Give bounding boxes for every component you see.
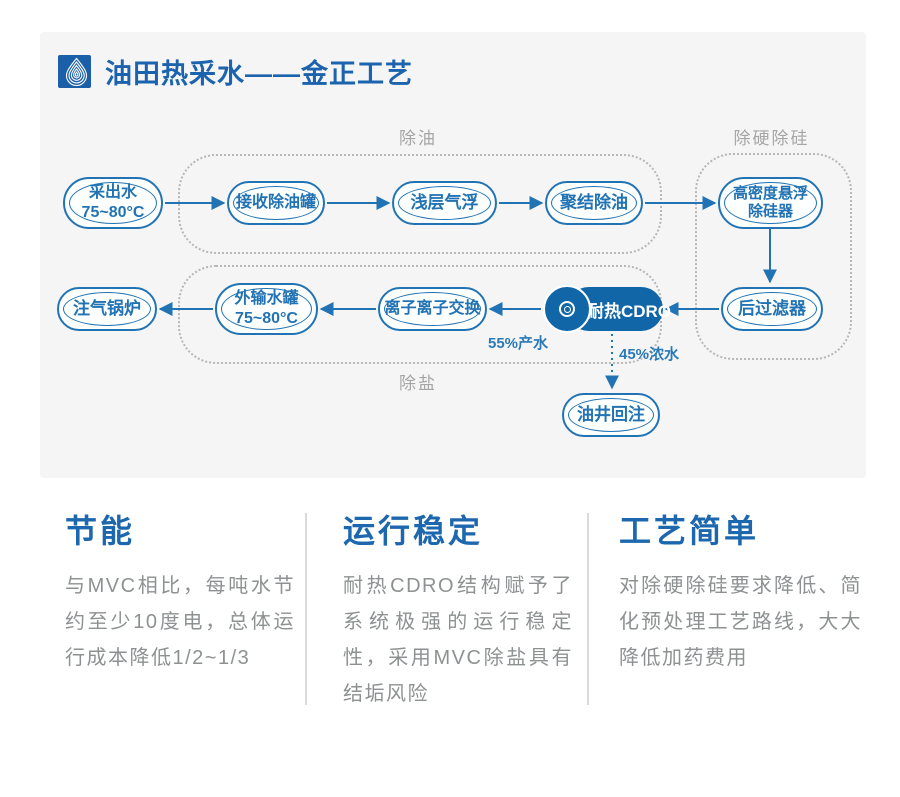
feature-title: 工艺简单 bbox=[619, 513, 760, 549]
feature-body: 与MVC相比，每吨水节约至少10度电，总体运行成本降低1/2~1/3 bbox=[65, 575, 295, 669]
group-label-desalination: 除盐 bbox=[399, 374, 437, 393]
node-label: 注气锅炉 bbox=[73, 298, 141, 318]
group-label-deoiling: 除油 bbox=[399, 129, 437, 148]
feature-energy-saving: 节能 与MVC相比，每吨水节约至少10度电，总体运行成本降低1/2~1/3 bbox=[65, 500, 295, 676]
page-title: 油田热采水——金正工艺 bbox=[105, 59, 413, 89]
feature-divider bbox=[305, 513, 307, 705]
node-gas-injection-boiler: 注气锅炉 bbox=[57, 287, 157, 331]
node-label: 离子离子交换 bbox=[384, 300, 481, 318]
feature-stable-operation: 运行稳定 耐热CDRO结构赋予了系统极强的运行稳定性，采用MVC除盐具有结垢风险 bbox=[343, 500, 573, 712]
node-well-reinjection: 油井回注 bbox=[562, 393, 660, 437]
label-product-water: 55%产水 bbox=[488, 335, 549, 352]
water-drop-logo-icon bbox=[58, 55, 91, 88]
node-receiving-tank: 接收除油罐 bbox=[227, 181, 325, 225]
node-produced-water: 采出水 75~80°C bbox=[63, 177, 163, 229]
group-hardness-silica bbox=[695, 153, 852, 360]
node-label: 油井回注 bbox=[577, 404, 645, 424]
label-concentrate-water: 45%浓水 bbox=[619, 346, 680, 363]
node-label: 除硅器 bbox=[747, 203, 793, 220]
feature-title: 节能 bbox=[65, 513, 136, 549]
node-label: 接收除油罐 bbox=[235, 194, 316, 212]
node-shallow-flotation: 浅层气浮 bbox=[392, 181, 497, 225]
node-heat-resistant-cdro: 耐热CDRO bbox=[543, 285, 671, 333]
feature-divider bbox=[587, 513, 589, 705]
flow-arrows bbox=[158, 196, 777, 390]
feature-simple-process: 工艺简单 对除硬除硅要求降低、简化预处理工艺路线，大大降低加药费用 bbox=[619, 500, 862, 676]
node-coalescing-deoiling: 聚结除油 bbox=[545, 181, 643, 225]
feature-title: 运行稳定 bbox=[343, 513, 484, 549]
node-high-density-silica-remover: 高密度悬浮 除硅器 bbox=[718, 177, 823, 229]
node-export-tank: 外输水罐 75~80°C bbox=[215, 283, 318, 335]
node-label: 75~80°C bbox=[235, 310, 298, 327]
cdro-membrane-icon bbox=[543, 285, 591, 333]
feature-body: 耐热CDRO结构赋予了系统极强的运行稳定性，采用MVC除盐具有结垢风险 bbox=[343, 575, 573, 705]
node-label: 采出水 bbox=[88, 184, 137, 202]
node-label: 高密度悬浮 bbox=[732, 184, 808, 202]
node-label: 外输水罐 bbox=[234, 290, 299, 308]
node-ion-exchange: 离子离子交换 bbox=[378, 287, 487, 331]
group-label-hardness-silica: 除硬除硅 bbox=[733, 129, 810, 148]
node-label: 浅层气浮 bbox=[410, 192, 479, 212]
node-label: 聚结除油 bbox=[560, 192, 628, 212]
node-label: 后过滤器 bbox=[738, 298, 806, 318]
feature-body: 对除硬除硅要求降低、简化预处理工艺路线，大大降低加药费用 bbox=[619, 575, 862, 669]
node-post-filter: 后过滤器 bbox=[721, 287, 823, 331]
process-card: 油田热采水——金正工艺 除油 除硬除硅 除盐 采出水 75~80°C 接收除油罐… bbox=[40, 32, 866, 478]
node-label: 耐热CDRO bbox=[586, 301, 672, 321]
node-label: 75~80°C bbox=[81, 204, 145, 221]
header: 油田热采水——金正工艺 bbox=[58, 52, 413, 91]
